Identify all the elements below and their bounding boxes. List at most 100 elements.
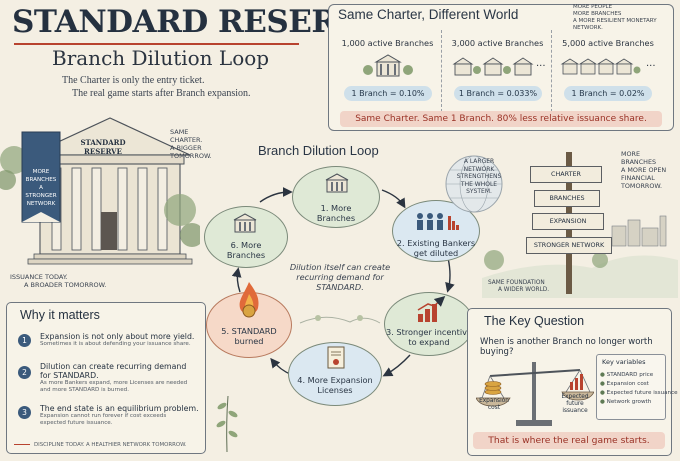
node-label-line-1: 4. More Expansion bbox=[297, 375, 373, 385]
column-heading: 1,000 active Branches bbox=[341, 38, 434, 48]
signpost-note-line-1: MORE bbox=[621, 150, 641, 158]
scale-left-label: Expansion cost bbox=[476, 398, 512, 412]
bullet-icon: ● bbox=[600, 399, 605, 405]
signpost-sign-stronger-network: STRONGER NETWORK bbox=[526, 237, 612, 254]
network-note-line-5: SYSTEM. bbox=[466, 188, 492, 195]
loop-center-note: Dilution itself can create recurring dem… bbox=[285, 262, 395, 292]
signpost-note: MORE BRANCHES A MORE OPEN FINANCIAL TOMO… bbox=[621, 150, 673, 190]
panel-note-line-2: MORE BRANCHES bbox=[573, 11, 622, 17]
license-document-icon bbox=[327, 346, 345, 369]
key-variables-box bbox=[596, 354, 666, 420]
charter-summary-banner: Same Charter. Same 1 Branch. 80% less re… bbox=[340, 111, 662, 127]
intro-text: The Charter is only the entry ticket. Th… bbox=[62, 74, 312, 100]
loop-node-5-label: 5. STANDARD burned bbox=[206, 326, 292, 346]
why-item-2: Dilution can create recurring demand for… bbox=[40, 362, 202, 394]
why-item-1-number: 1 bbox=[18, 334, 31, 347]
signpost-sign-branches: BRANCHES bbox=[534, 190, 600, 207]
column-heading: 3,000 active Branches bbox=[451, 38, 544, 48]
signpost-sign-charter: CHARTER bbox=[530, 166, 602, 183]
variable-item: ● STANDARD price bbox=[600, 372, 678, 378]
center-note-line-1: Dilution itself can create bbox=[289, 262, 391, 272]
network-note-line-3: STRENGTHENS bbox=[456, 173, 502, 180]
panel-note-line-3: A MORE RESILIENT MONETARY NETWORK. bbox=[573, 18, 657, 31]
why-item-head: Expansion is not only about more yield. bbox=[40, 332, 195, 341]
node-label-line-2: Branches bbox=[316, 213, 356, 223]
caption-top-line-2: CHARTER. bbox=[170, 136, 203, 144]
loop-node-3-label: 3. Stronger incentive to expand bbox=[384, 327, 474, 347]
flame-coin-icon bbox=[239, 282, 259, 318]
why-item-sub: As more Bankers expand, more Licenses ar… bbox=[40, 380, 188, 386]
bullet-icon: ● bbox=[600, 381, 605, 387]
signpost-foot-line-1: SAME FOUNDATION bbox=[488, 280, 545, 286]
why-item-3: The end state is an equilibrium problem.… bbox=[40, 404, 202, 427]
caption-top-line-4: TOMORROW. bbox=[170, 152, 212, 160]
rising-bars-icon bbox=[417, 296, 446, 322]
signpost-foot-note: SAME FOUNDATION A WIDER WORLD. bbox=[488, 280, 568, 294]
column-3000-branches: 3,000 active Branches ... 1 Branch = 0.0… bbox=[444, 30, 552, 112]
node-label-line-1: 6. More bbox=[230, 240, 262, 250]
caption-top-line-1: SAME bbox=[170, 128, 189, 136]
bank-banner-text: MORE BRANCHES A STRONGER NETWORK bbox=[25, 169, 57, 207]
node-label-line-2: to expand bbox=[408, 337, 450, 347]
network-note-line-2: NETWORK bbox=[463, 165, 495, 173]
variable-item: ● Network growth bbox=[600, 399, 678, 405]
why-item-1: Expansion is not only about more yield. … bbox=[40, 332, 202, 348]
variable-text: Network growth bbox=[606, 399, 652, 405]
variable-item: ● Expansion cost bbox=[600, 381, 678, 387]
network-globe-illustration bbox=[445, 155, 503, 213]
three-banks-icon bbox=[452, 57, 534, 76]
caption-bigger-tomorrow: SAME CHARTER. A BIGGER TOMORROW. bbox=[170, 128, 212, 160]
caption-bottom-line-2: A BROADER TOMORROW. bbox=[24, 281, 107, 289]
why-item-sub: Expansion cannot run forever if cost exc… bbox=[40, 413, 167, 419]
variable-item: ● Expected future issuance bbox=[600, 390, 678, 396]
why-item-sub: Sometimes it is about defending your iss… bbox=[40, 341, 191, 347]
bank-icon bbox=[325, 173, 349, 193]
variable-text: Expansion cost bbox=[606, 381, 649, 387]
signpost-note-line-5: TOMORROW. bbox=[621, 182, 663, 190]
title-underline bbox=[14, 43, 299, 45]
signpost-note-line-4: FINANCIAL bbox=[621, 174, 655, 182]
why-item-sub-line-2: expected future issuance. bbox=[40, 420, 113, 426]
node-label-line-1: 5. STANDARD bbox=[221, 326, 277, 336]
why-item-head-line-2: for STANDARD. bbox=[40, 371, 99, 380]
center-note-line-3: STANDARD. bbox=[316, 282, 364, 292]
panel-note-line-1: MORE PEOPLE bbox=[573, 4, 613, 10]
loop-node-1-label: 1. More Branches bbox=[292, 203, 380, 223]
scale-left-line-1: Expansion bbox=[479, 398, 509, 404]
node-label-line-2: get diluted bbox=[413, 248, 459, 258]
why-footer: DISCIPLINE TODAY. A HEALTHIER NETWORK TO… bbox=[34, 442, 187, 448]
why-it-matters-panel bbox=[6, 302, 206, 454]
caption-issuance-today: ISSUANCE TODAY. A BROADER TOMORROW. bbox=[10, 273, 106, 289]
loop-node-6-label: 6. More Branches bbox=[204, 240, 288, 260]
footer-rule bbox=[14, 444, 30, 445]
bank-sign: STANDARD RESERVE bbox=[80, 138, 126, 156]
column-5000-branches: 5,000 active Branches ... 1 Branch = 0.0… bbox=[554, 30, 662, 112]
variable-text: STANDARD price bbox=[606, 372, 654, 378]
why-item-head: The end state is an equilibrium problem. bbox=[40, 404, 199, 413]
signpost-foot-line-2: A WIDER WORLD. bbox=[498, 287, 550, 293]
loop-node-2-label: 2. Existing Bankers get diluted bbox=[392, 238, 480, 258]
key-variables-title: Key variables bbox=[602, 358, 646, 366]
scale-right-line-1: Expected future bbox=[561, 394, 589, 407]
center-note-line-2: recurring demand for bbox=[296, 272, 384, 282]
caption-bottom-line-1: ISSUANCE TODAY. bbox=[10, 273, 68, 281]
key-variables-list: ● STANDARD price ● Expansion cost ● Expe… bbox=[600, 372, 678, 405]
variable-text: Expected future issuance bbox=[606, 390, 678, 396]
loop-node-4-label: 4. More Expansion Licenses bbox=[288, 375, 382, 395]
bank-icon bbox=[233, 213, 257, 233]
many-banks-icon bbox=[560, 58, 641, 75]
page-title: STANDARD RESERVE bbox=[12, 4, 383, 40]
network-note-line-4: THE WHOLE bbox=[460, 180, 498, 188]
loop-node-3-stronger-incentive bbox=[384, 292, 474, 356]
charter-panel-title: Same Charter, Different World bbox=[338, 7, 519, 22]
intro-line-1: The Charter is only the entry ticket. bbox=[62, 75, 205, 86]
column-heading: 5,000 active Branches bbox=[562, 38, 654, 48]
signpost-sign-expansion: EXPANSION bbox=[532, 213, 604, 230]
scale-left-line-2: cost bbox=[487, 405, 501, 411]
why-item-sub-line-2: and more STANDARD is burned. bbox=[40, 387, 129, 393]
bullet-icon: ● bbox=[600, 372, 605, 378]
node-label-line-1: 2. Existing Bankers bbox=[396, 238, 476, 248]
leaf-sprig-decoration bbox=[216, 395, 238, 453]
why-item-2-number: 2 bbox=[18, 366, 31, 379]
bank-building-illustration bbox=[0, 117, 200, 265]
